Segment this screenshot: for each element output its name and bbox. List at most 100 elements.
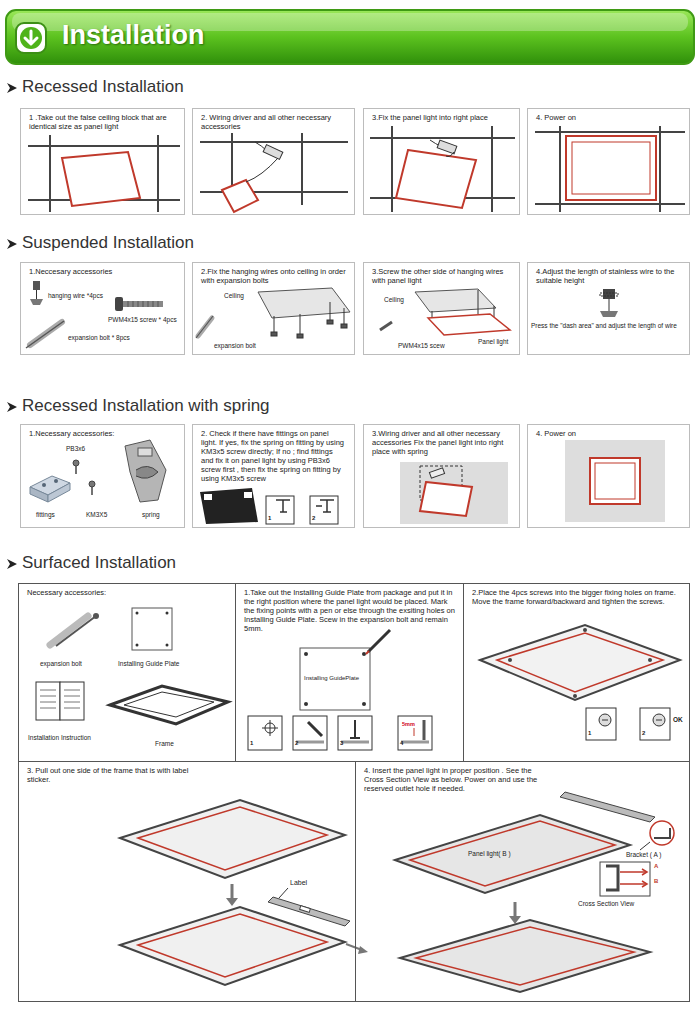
hanging-wire-icon xyxy=(36,290,37,299)
ceiling-plate xyxy=(258,288,350,318)
surface-frame xyxy=(268,897,350,926)
step-text: 4. Power on xyxy=(528,425,689,438)
step-icon xyxy=(414,728,415,736)
surface-frame xyxy=(497,633,663,692)
motion-arrow xyxy=(509,902,521,924)
panel-light xyxy=(62,152,140,206)
title-banner xyxy=(20,27,42,49)
step-text: 3.Fix the panel light into right place xyxy=(364,109,519,122)
screw-icon xyxy=(128,301,158,307)
panel-light xyxy=(222,180,258,212)
callout-label: Bracket ( A ) xyxy=(626,851,661,858)
page-title: Installation xyxy=(62,19,205,51)
callout-label: Press the "dash area" and adjust the len… xyxy=(531,322,687,329)
callout-label: PB3x6 xyxy=(66,445,85,452)
surface-frame xyxy=(416,927,634,985)
step-panel: 1.Take out the Installing Guide Plate fr… xyxy=(235,583,464,762)
panel-light xyxy=(62,136,656,212)
driver xyxy=(246,140,457,182)
surface-frame xyxy=(583,628,587,632)
step-icon xyxy=(266,496,294,524)
step-icon xyxy=(276,500,290,512)
fittings-icon xyxy=(48,483,70,502)
surface-frame xyxy=(508,658,512,662)
guide-plate-icon xyxy=(132,608,172,650)
surface-frame xyxy=(120,800,350,985)
step-icon xyxy=(423,720,426,740)
guide-plate-icon xyxy=(136,644,139,647)
ceiling-grid xyxy=(28,135,180,212)
surface-frame xyxy=(395,815,630,893)
guide-plate-icon xyxy=(132,608,172,650)
expansion-bolt-icon xyxy=(56,616,96,646)
panel-light xyxy=(428,314,510,335)
booklet-icon xyxy=(36,682,60,720)
ceiling-grid xyxy=(535,126,685,212)
surface-frame xyxy=(480,625,680,700)
step-text: Necessary accessories: xyxy=(19,584,235,597)
step-icon xyxy=(586,708,616,740)
step-icon xyxy=(248,716,432,750)
callout-label: Ceiling xyxy=(384,296,404,303)
ceiling-opening xyxy=(400,462,508,524)
frame-icon xyxy=(110,686,228,724)
expansion-bolt-icon xyxy=(196,316,213,338)
booklet-icon xyxy=(36,682,84,720)
panel-back xyxy=(244,492,252,498)
screw-icon xyxy=(75,466,77,474)
section-arrow xyxy=(7,239,17,249)
step-icon xyxy=(308,722,322,736)
section-band: Recessed Installation1 .Take out the fal… xyxy=(0,77,700,215)
cross-section-view xyxy=(600,862,650,896)
wire-clip-icon xyxy=(609,299,610,311)
callout-label: KM3X5 xyxy=(86,511,107,518)
step-text: 4.Adjust the length of stainless wire to… xyxy=(528,263,689,285)
surface-frame xyxy=(300,906,311,913)
callout-label: Frame xyxy=(155,740,174,747)
callout-label: 3 xyxy=(340,740,343,747)
driver xyxy=(246,158,278,182)
fittings-icon xyxy=(54,479,58,483)
section-arrow xyxy=(7,83,17,93)
ceiling-grid xyxy=(28,126,685,212)
wire-clip-icon xyxy=(600,293,618,296)
step-icon xyxy=(316,500,334,512)
wire-clip-icon xyxy=(600,311,618,317)
surface-frame xyxy=(480,625,680,700)
booklet-icon xyxy=(40,690,80,708)
guide-plate-icon xyxy=(166,612,169,615)
expansion-bolt-icon xyxy=(26,321,64,348)
ceiling-opening xyxy=(420,482,472,516)
spring-icon xyxy=(125,440,166,502)
guide-plate-icon xyxy=(166,644,169,647)
expansion-bolt-icon xyxy=(50,616,88,645)
callout-label: 1 xyxy=(250,740,253,747)
callout-label: 2 xyxy=(312,515,315,522)
surface-frame xyxy=(648,658,652,662)
ceiling-opening xyxy=(400,440,665,524)
step-text: 3.Screw the other side of hanging wires … xyxy=(364,263,519,285)
step-icon xyxy=(350,720,360,738)
step-icon xyxy=(398,716,432,750)
leader-line xyxy=(640,842,650,850)
callout-label: 2 xyxy=(642,730,645,737)
title-banner xyxy=(16,23,46,53)
step-icon xyxy=(310,496,338,524)
expansion-bolt-icon xyxy=(50,613,99,646)
callout-label: Ceiling xyxy=(224,292,244,299)
step-panel: 3.Wiring driver and all other necessary … xyxy=(363,424,520,528)
motion-arrow xyxy=(226,898,238,906)
step-text: 1.Neccesary accessories xyxy=(21,263,184,276)
step-panel: 2. Wiring driver and all other necessary… xyxy=(192,108,355,215)
hanging-wire-icon xyxy=(33,281,40,290)
step-text: 3.Wiring driver and all other necessary … xyxy=(364,425,519,456)
step-text: 2. Wiring driver and all other necessary… xyxy=(193,109,354,131)
callout-label: A xyxy=(654,863,658,870)
title-banner xyxy=(25,31,37,44)
callout-label: expansion bolt xyxy=(40,660,82,667)
callout-label: 5mm xyxy=(402,721,415,727)
spring-icon xyxy=(136,466,158,478)
step-icon xyxy=(248,716,282,750)
step-text: 1.Necessary accessories: xyxy=(21,425,184,438)
